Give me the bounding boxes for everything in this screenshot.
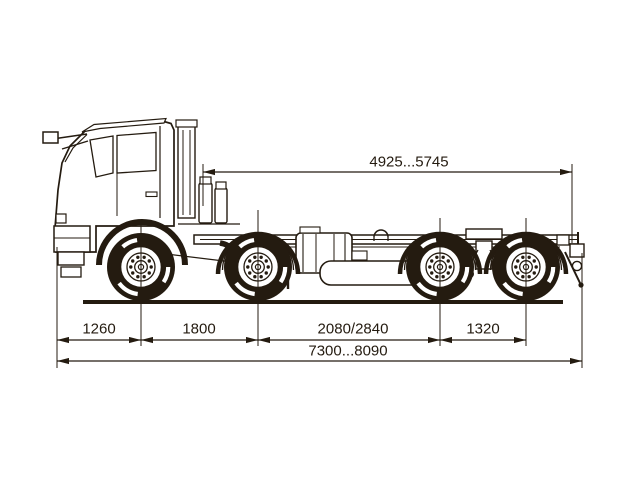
tank-step	[299, 226, 321, 234]
dim-overall-length: 7300...8090	[57, 343, 582, 365]
tow-bracket	[569, 243, 585, 258]
door-window	[116, 131, 157, 174]
rear-mudflap-stay	[564, 251, 581, 284]
dim-label-wheelbase-1-2: 1800	[182, 321, 215, 338]
stay-end	[578, 282, 584, 288]
mirror-arm	[61, 140, 89, 150]
filter-cap	[199, 176, 212, 185]
vent-window	[89, 135, 114, 178]
entry-step-lower	[60, 266, 82, 278]
ground-line	[83, 300, 563, 304]
dim-front-overhang: 1260	[57, 321, 141, 344]
door-handle	[145, 191, 158, 198]
dim-label-front-overhang: 1260	[82, 321, 115, 338]
taillight-bracket	[556, 234, 570, 246]
entry-step	[57, 251, 85, 266]
mirror-arm	[55, 133, 88, 140]
front-wheel-arch	[96, 219, 188, 266]
bogie-plate	[465, 228, 503, 240]
dim-wheelbase-3-4: 1320	[440, 321, 526, 344]
dimensions: 4925...5745 1260 1800 2080/2840 1320 730…	[56, 154, 583, 368]
frame-bracket	[351, 250, 368, 261]
front-bumper	[53, 213, 91, 278]
bumper-box	[53, 225, 91, 253]
air-filter-cylinder	[214, 187, 228, 224]
headlight	[55, 213, 67, 224]
dim-label-wheelbase-2-3: 2080/2840	[318, 321, 389, 338]
mirror	[42, 131, 89, 150]
dim-frame-span: 4925...5745	[202, 154, 573, 243]
dim-wheelbase-2-3: 2080/2840	[258, 321, 440, 344]
a-pillar-line	[64, 134, 88, 163]
dim-label-frame-span: 4925...5745	[369, 154, 448, 171]
truck-drawing	[42, 117, 585, 304]
sun-visor	[81, 117, 167, 133]
mirror-glass	[42, 131, 59, 144]
dim-label-wheelbase-3-4: 1320	[466, 321, 499, 338]
air-intake-stack	[177, 125, 196, 219]
handbrake-handle	[373, 229, 389, 238]
dim-wheelbase-1-2: 1800	[141, 321, 258, 344]
dim-label-overall-length: 7300...8090	[308, 343, 387, 360]
filter-cap	[215, 181, 227, 190]
cab	[42, 117, 188, 278]
intake-cap	[175, 119, 198, 128]
air-filter-cylinder	[198, 182, 213, 224]
